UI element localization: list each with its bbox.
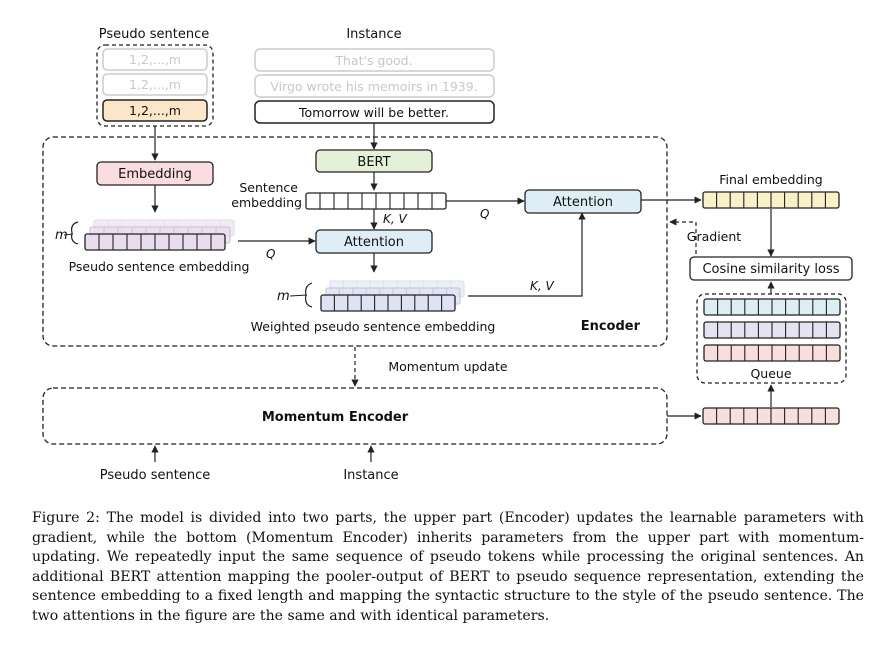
pseudo-token-box-active: 1,2,...,m <box>102 99 208 122</box>
weighted-pseudo-sentence-embedding-label: Weighted pseudo sentence embedding <box>251 319 496 334</box>
sentence-embedding-vector <box>305 192 447 210</box>
instance-title: Instance <box>346 27 401 42</box>
weighted-pseudo-sentence-embedding-stack <box>320 280 465 312</box>
sentence-embedding-cells <box>305 192 447 210</box>
sentence-embedding-label-2: embedding <box>231 195 302 210</box>
instance-text-1: That's good. <box>334 53 412 68</box>
weighted-emb-layer-front <box>320 294 456 312</box>
gradient-arrow <box>669 218 697 268</box>
m-tick-1 <box>63 233 74 236</box>
queue-label: Queue <box>750 366 791 381</box>
m-brace-1 <box>71 221 79 245</box>
bert-block: BERT <box>315 149 433 173</box>
bert-label: BERT <box>357 155 390 170</box>
final-embedding-cells <box>702 191 840 209</box>
q-label-right: Q <box>480 207 489 221</box>
pseudo-token-text-active: 1,2,...,m <box>129 103 181 118</box>
pseudo-token-box-faded-1: 1,2,...,m <box>102 48 208 71</box>
m-label-1: m <box>55 228 68 243</box>
momentum-output-vector <box>702 407 840 425</box>
instance-text-3: Tomorrow will be better. <box>298 105 449 120</box>
final-embedding-label: Final embedding <box>719 172 822 187</box>
cosine-similarity-loss-block: Cosine similarity loss <box>689 256 853 281</box>
q-label-left: Q <box>266 247 275 261</box>
arrow-weighted-to-attention2 <box>468 212 586 297</box>
final-embedding-vector <box>702 191 840 209</box>
kv-label-bottom: K, V <box>530 279 554 293</box>
encoder-label: Encoder <box>581 319 641 334</box>
queue-row-3 <box>703 344 841 362</box>
pseudo-token-box-faded-2: 1,2,...,m <box>102 73 208 96</box>
instance-box-faded-1: That's good. <box>254 48 495 72</box>
cosine-similarity-loss-label: Cosine similarity loss <box>702 262 839 277</box>
m-label-2: m <box>277 289 290 304</box>
momentum-output-cells <box>702 407 840 425</box>
queue-row-2 <box>703 321 841 339</box>
embedding-block: Embedding <box>96 161 214 186</box>
bottom-instance-label: Instance <box>343 468 398 483</box>
instance-box-faded-2: Virgo wrote his memoirs in 1939. <box>254 74 495 98</box>
queue-rows <box>703 298 841 362</box>
pseudo-sentence-title: Pseudo sentence <box>99 27 209 42</box>
pseudo-sentence-embedding-stack <box>84 219 235 251</box>
attention-label-1: Attention <box>344 235 404 250</box>
momentum-encoder-label: Momentum Encoder <box>262 410 409 425</box>
momentum-encoder-frame <box>42 387 668 445</box>
attention-label-2: Attention <box>553 195 613 210</box>
instance-text-2: Virgo wrote his memoirs in 1939. <box>270 79 477 94</box>
pseudo-emb-layer-front <box>84 233 226 251</box>
kv-label-top: K, V <box>383 212 407 226</box>
attention-block-2: Attention <box>524 189 642 214</box>
m-tick-2 <box>289 294 308 297</box>
pseudo-sentence-embedding-label: Pseudo sentence embedding <box>69 259 250 274</box>
embedding-label: Embedding <box>118 167 192 182</box>
bottom-pseudo-sentence-label: Pseudo sentence <box>100 468 210 483</box>
architecture-diagram: Pseudo sentence Instance 1,2,...,m 1,2,.… <box>42 27 853 483</box>
pseudo-token-text-faded-2: 1,2,...,m <box>129 77 181 92</box>
encoder-frame <box>42 136 668 347</box>
attention-block-1: Attention <box>315 229 433 254</box>
momentum-update-label: Momentum update <box>388 359 508 374</box>
queue-row-1 <box>703 298 841 316</box>
instance-box-active: Tomorrow will be better. <box>254 100 495 124</box>
sentence-embedding-label-1: Sentence <box>239 180 298 195</box>
pseudo-token-text-faded-1: 1,2,...,m <box>129 52 181 67</box>
figure-caption: Figure 2: The model is divided into two … <box>32 510 864 624</box>
gradient-label: Gradient <box>687 229 742 244</box>
